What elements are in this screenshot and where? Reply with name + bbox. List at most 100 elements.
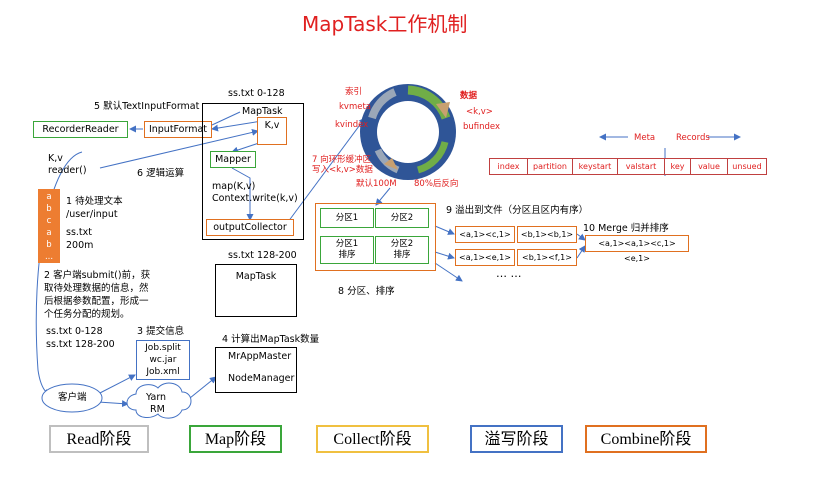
meta-cell: index (489, 158, 528, 175)
stage-spill: 溢写阶段 (470, 425, 563, 453)
maptask1-name: MapTask (242, 106, 283, 117)
partition-sort-label: 8 分区、排序 (338, 286, 395, 297)
stage-map: Map阶段 (189, 425, 282, 453)
maptask1-range: ss.txt 0-128 (228, 88, 285, 99)
file-char: b (46, 204, 52, 214)
ring-kv-label: <k,v> (466, 107, 493, 117)
ring-arrow-head2 (436, 102, 450, 118)
meta-cell: partition (527, 158, 573, 175)
submit-text-line: 2 客户端submit()前，获 (44, 270, 151, 281)
arrow-mapper-to-collector (231, 167, 254, 221)
partition-2: 分区2 (375, 208, 429, 228)
input-format-box: InputFormat (144, 121, 212, 138)
meta-cell: valstart (617, 158, 665, 175)
yarn-label: Yarn (146, 392, 167, 403)
ring-meta-arc (368, 88, 397, 120)
file-char: a (46, 228, 52, 238)
logic-label: 6 逻辑运算 (137, 168, 185, 179)
arrow-reader-to-kv (99, 128, 259, 169)
ring-arrow-head (384, 158, 398, 170)
maptask1-box (202, 103, 304, 240)
split-2-label: ss.txt 128-200 (46, 339, 115, 350)
partition-1-sorted: 分区1 排序 (320, 236, 374, 264)
to-process-label: 1 待处理文本 (66, 196, 123, 207)
page-title: MapTask工作机制 (302, 12, 468, 36)
partition-container (315, 203, 436, 271)
maptask1-kv-box: K,v (257, 117, 287, 145)
arrow-spill2-to-merge (576, 245, 586, 259)
arrow-kv-to-inputformat (211, 120, 263, 132)
arrow-client-to-yarn (97, 400, 129, 408)
partition-1: 分区1 (320, 208, 374, 228)
stage-collect: Collect阶段 (316, 425, 429, 453)
maptask2-box: MapTask (215, 264, 297, 317)
meta-cell: unsued (727, 158, 767, 175)
stage-read: Read阶段 (49, 425, 149, 453)
arrow-partition-to-spill1 (434, 225, 455, 235)
meta-label: Meta (634, 133, 656, 143)
submit-text-line: 后根据参数配置，形成一 (44, 296, 149, 307)
context-write-label: Context.write(k,v) (212, 193, 298, 204)
map-call-label: map(K,v) (212, 181, 256, 192)
submit-text-line: 取待处理数据的信息，然 (44, 283, 149, 294)
output-collector-box: outputCollector (206, 219, 294, 236)
spill-file-2a: <a,1><e,1> (455, 249, 515, 266)
arrow-yarn-to-appmaster (189, 376, 217, 399)
arrow-partition-to-more (434, 262, 463, 282)
mapper-box: Mapper (210, 151, 256, 168)
client-label: 客户端 (58, 392, 87, 403)
split-1-label: ss.txt 0-128 (46, 326, 103, 337)
merge-label: 10 Merge 归并排序 (583, 223, 669, 234)
app-master-box: MrAppMaster NodeManager (215, 347, 297, 393)
partition-2-sorted-label: 分区2 (390, 239, 414, 249)
spill-file-2b: <b,1><f,1> (517, 249, 577, 266)
arrow-client-to-job (95, 374, 136, 396)
data-label: 数据 (460, 91, 478, 101)
spill-file-1a: <a,1><c,1> (455, 226, 515, 243)
ss-txt-label: ss.txt (66, 227, 92, 238)
job-file: wc.jar (149, 355, 177, 365)
index-label: 索引 (345, 87, 363, 97)
input-path-label: /user/input (66, 209, 118, 220)
partition-1-sorted-label: 分区1 (335, 239, 359, 249)
spill-label: 9 溢出到文件（分区且区内有序） (446, 205, 589, 216)
ring-buffer-inner (377, 101, 439, 163)
ring-data-arc2 (416, 141, 449, 174)
spill-file-1b: <b,1><b,1> (517, 226, 577, 243)
records-label: Records (676, 133, 710, 143)
file-char: b (46, 240, 52, 250)
bufindex-label: bufindex (463, 122, 501, 132)
file-size-label: 200m (66, 240, 94, 251)
meta-cell: keystart (572, 158, 618, 175)
default-format-label: 5 默认TextInputFormat (94, 101, 200, 112)
spill-ellipsis: … … (496, 267, 522, 280)
default-size-label: 默认100M (356, 179, 397, 189)
file-char: ... (44, 252, 54, 262)
ring-write-line: 写入<k,v>数据 (312, 165, 373, 175)
job-file: Job.split (145, 343, 181, 353)
submit-text-line: 个任务分配的规划。 (44, 309, 130, 320)
line-client-curve (35, 151, 83, 396)
submit-info-label: 3 提交信息 (137, 326, 185, 337)
arrow-partition-to-spill2 (434, 251, 455, 260)
recorder-reader-box: RecorderReader (33, 121, 128, 138)
kvindex-label: kvindex (335, 120, 369, 130)
meta-cell: value (690, 158, 728, 175)
maptask2-range: ss.txt 128-200 (228, 250, 297, 261)
reader-call-label: reader() (48, 165, 87, 176)
node-manager-label: NodeManager (228, 373, 295, 384)
input-file-strip: a b c a b ... (38, 189, 60, 263)
arrow-spill1-to-merge (576, 233, 586, 241)
mr-app-master-label: MrAppMaster (228, 351, 292, 362)
arrow-collector-to-ring (284, 117, 366, 227)
rm-label: RM (150, 404, 165, 415)
yarn-cloud (126, 382, 192, 419)
calc-maptask-label: 4 计算出MapTask数量 (222, 334, 320, 345)
stage-combine: Combine阶段 (585, 425, 707, 453)
job-file: Job.xml (146, 367, 180, 377)
meta-cell: key (664, 158, 691, 175)
job-files-box: Job.split wc.jar Job.xml (136, 340, 190, 380)
file-char: c (46, 216, 52, 226)
reverse-label: 80%后反向 (414, 179, 459, 189)
